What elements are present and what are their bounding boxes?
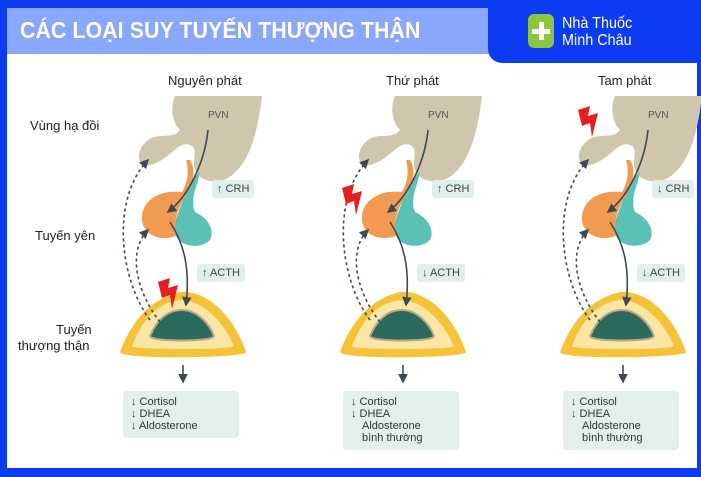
- crh-pathway-arrow: [606, 129, 649, 213]
- anterior-pituitary-shape: [141, 160, 194, 239]
- hypothalamus-shape: [138, 96, 262, 182]
- column-heading: Thứ phát: [386, 73, 439, 88]
- brand-name: Nhà Thuốc Minh Châu: [562, 15, 632, 49]
- lesion-lightning-icon: [158, 278, 178, 309]
- feedback-to-pituitary-arrow: [575, 228, 601, 323]
- result-line: ↓ Aldosterone: [131, 420, 198, 432]
- result-line: ↓ Cortisol: [351, 396, 397, 408]
- pvn-label: PVN: [208, 110, 229, 121]
- column-3-anatomy: [560, 96, 701, 384]
- feedback-to-hypothalamus-arrow: [342, 158, 371, 321]
- column-1-anatomy: [120, 96, 262, 384]
- anterior-pituitary-shape: [581, 160, 634, 239]
- result-line: ↓ Cortisol: [571, 396, 617, 408]
- feedback-to-pituitary-arrow: [355, 228, 381, 323]
- adrenal-medulla: [368, 308, 436, 342]
- result-line: bình thường: [571, 432, 643, 444]
- result-line: ↓ DHEA: [571, 408, 611, 420]
- crh-pathway-arrow: [166, 129, 209, 213]
- hormone-result-box: ↓ Cortisol↓ DHEA Aldosterone bình thường: [343, 391, 459, 450]
- crh-level-tag: ↓ CRH: [652, 180, 695, 198]
- result-line: ↓ Cortisol: [131, 396, 177, 408]
- label-adrenal-line1: Tuyến: [56, 322, 92, 337]
- label-hypothalamus: Vùng hạ đồi: [30, 118, 100, 133]
- hormone-result-box: ↓ Cortisol↓ DHEA Aldosterone bình thường: [563, 391, 679, 450]
- posterior-pituitary-shape: [394, 172, 432, 246]
- hypothalamus-shape: [358, 96, 482, 182]
- page-title: CÁC LOẠI SUY TUYẾN THƯỢNG THẬN: [20, 17, 421, 43]
- acth-level-tag: ↑ ACTH: [197, 264, 245, 282]
- pharmacy-cross-icon: [528, 14, 554, 48]
- feedback-to-pituitary-arrow: [135, 228, 161, 323]
- result-line: bình thường: [351, 432, 423, 444]
- lesion-lightning-icon: [578, 106, 598, 137]
- crh-pathway-arrow: [386, 129, 429, 213]
- column-heading: Nguyên phát: [168, 73, 242, 88]
- bottom-band: [0, 468, 701, 477]
- label-adrenal-line2: thượng thận: [18, 338, 90, 353]
- feedback-to-hypothalamus-arrow: [562, 158, 591, 321]
- acth-pathway-arrow: [389, 221, 412, 307]
- result-line: ↓ DHEA: [351, 408, 391, 420]
- brand-area: [488, 0, 701, 63]
- result-line: Aldosterone: [571, 420, 641, 432]
- brand-line2: Minh Châu: [562, 32, 632, 49]
- pvn-label: PVN: [648, 110, 669, 121]
- pvn-label: PVN: [428, 110, 449, 121]
- acth-pathway-arrow: [609, 221, 632, 307]
- acth-level-tag: ↓ ACTH: [637, 264, 685, 282]
- adrenal-medulla: [148, 308, 216, 342]
- hormone-result-box: ↓ Cortisol↓ DHEA↓ Aldosterone: [123, 391, 239, 438]
- acth-level-tag: ↓ ACTH: [417, 264, 465, 282]
- anterior-pituitary-shape: [361, 160, 414, 239]
- posterior-pituitary-shape: [614, 172, 652, 246]
- column-2-anatomy: [340, 96, 482, 384]
- posterior-pituitary-shape: [174, 172, 212, 246]
- brand-line1: Nhà Thuốc: [562, 15, 633, 32]
- feedback-to-hypothalamus-arrow: [122, 158, 151, 321]
- label-pituitary: Tuyến yên: [35, 228, 96, 243]
- lesion-lightning-icon: [342, 184, 362, 215]
- result-line: ↓ DHEA: [131, 408, 171, 420]
- title-bar: [7, 8, 490, 54]
- hypothalamus-shape: [578, 96, 701, 182]
- result-line: Aldosterone: [351, 420, 421, 432]
- adrenal-medulla: [588, 308, 656, 342]
- column-heading: Tam phát: [598, 73, 652, 88]
- acth-pathway-arrow: [169, 221, 192, 307]
- crh-level-tag: ↑ CRH: [212, 180, 255, 198]
- crh-level-tag: ↑ CRH: [432, 180, 475, 198]
